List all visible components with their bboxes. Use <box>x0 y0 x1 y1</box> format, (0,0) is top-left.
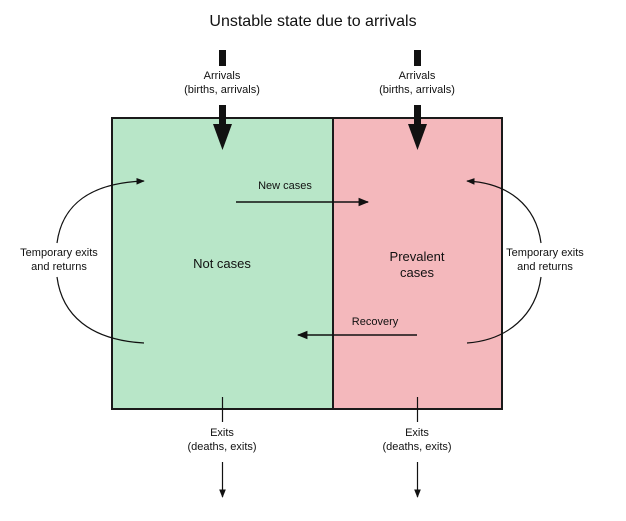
arrivals-label-left: Arrivals (births, arrivals) <box>162 70 282 98</box>
recovery-label: Recovery <box>351 316 399 328</box>
arrivals-label-right: Arrivals (births, arrivals) <box>357 70 477 98</box>
diagram-title: Unstable state due to arrivals <box>209 13 417 30</box>
exits-line2: (deaths, exits) <box>187 440 257 453</box>
not-cases-label: Not cases <box>193 256 251 271</box>
arrivals-label-line1: Arrivals <box>203 70 241 82</box>
exits-line2: (deaths, exits) <box>382 440 452 453</box>
prevalent-cases-box <box>332 117 503 410</box>
exits-label-right: Exits (deaths, exits) <box>357 427 477 455</box>
arrivals-label-line1: Arrivals <box>398 70 436 82</box>
exits-line1: Exits <box>405 427 429 439</box>
temporary-line2: and returns <box>31 260 87 273</box>
temporary-label-left: Temporary exits and returns <box>4 247 114 275</box>
arrivals-label-line2: (births, arrivals) <box>379 83 455 96</box>
arrival-arrow-left <box>213 105 232 150</box>
new-cases-label: New cases <box>258 180 312 192</box>
exits-line1: Exits <box>210 427 234 439</box>
prevalent-cases-label: Prevalent cases <box>357 249 477 282</box>
temporary-line1: Temporary exits <box>20 247 98 259</box>
arrival-arrow-right <box>408 105 427 150</box>
exits-label-left: Exits (deaths, exits) <box>162 427 282 455</box>
arrival-stub-right <box>414 50 421 66</box>
temporary-arc-left-upper <box>56 177 145 244</box>
not-cases-box <box>111 117 334 410</box>
temporary-line2: and returns <box>517 260 573 273</box>
prevalent-line2: cases <box>400 265 434 281</box>
temporary-arc-right-lower <box>466 276 542 344</box>
temporary-line1: Temporary exits <box>506 247 584 259</box>
arrivals-label-line2: (births, arrivals) <box>184 83 260 96</box>
temporary-arc-right-upper <box>466 178 542 244</box>
prevalent-line1: Prevalent <box>389 249 445 264</box>
temporary-label-right: Temporary exits and returns <box>490 247 600 275</box>
arrival-stub-left <box>219 50 226 66</box>
temporary-arc-left-lower <box>56 276 145 344</box>
